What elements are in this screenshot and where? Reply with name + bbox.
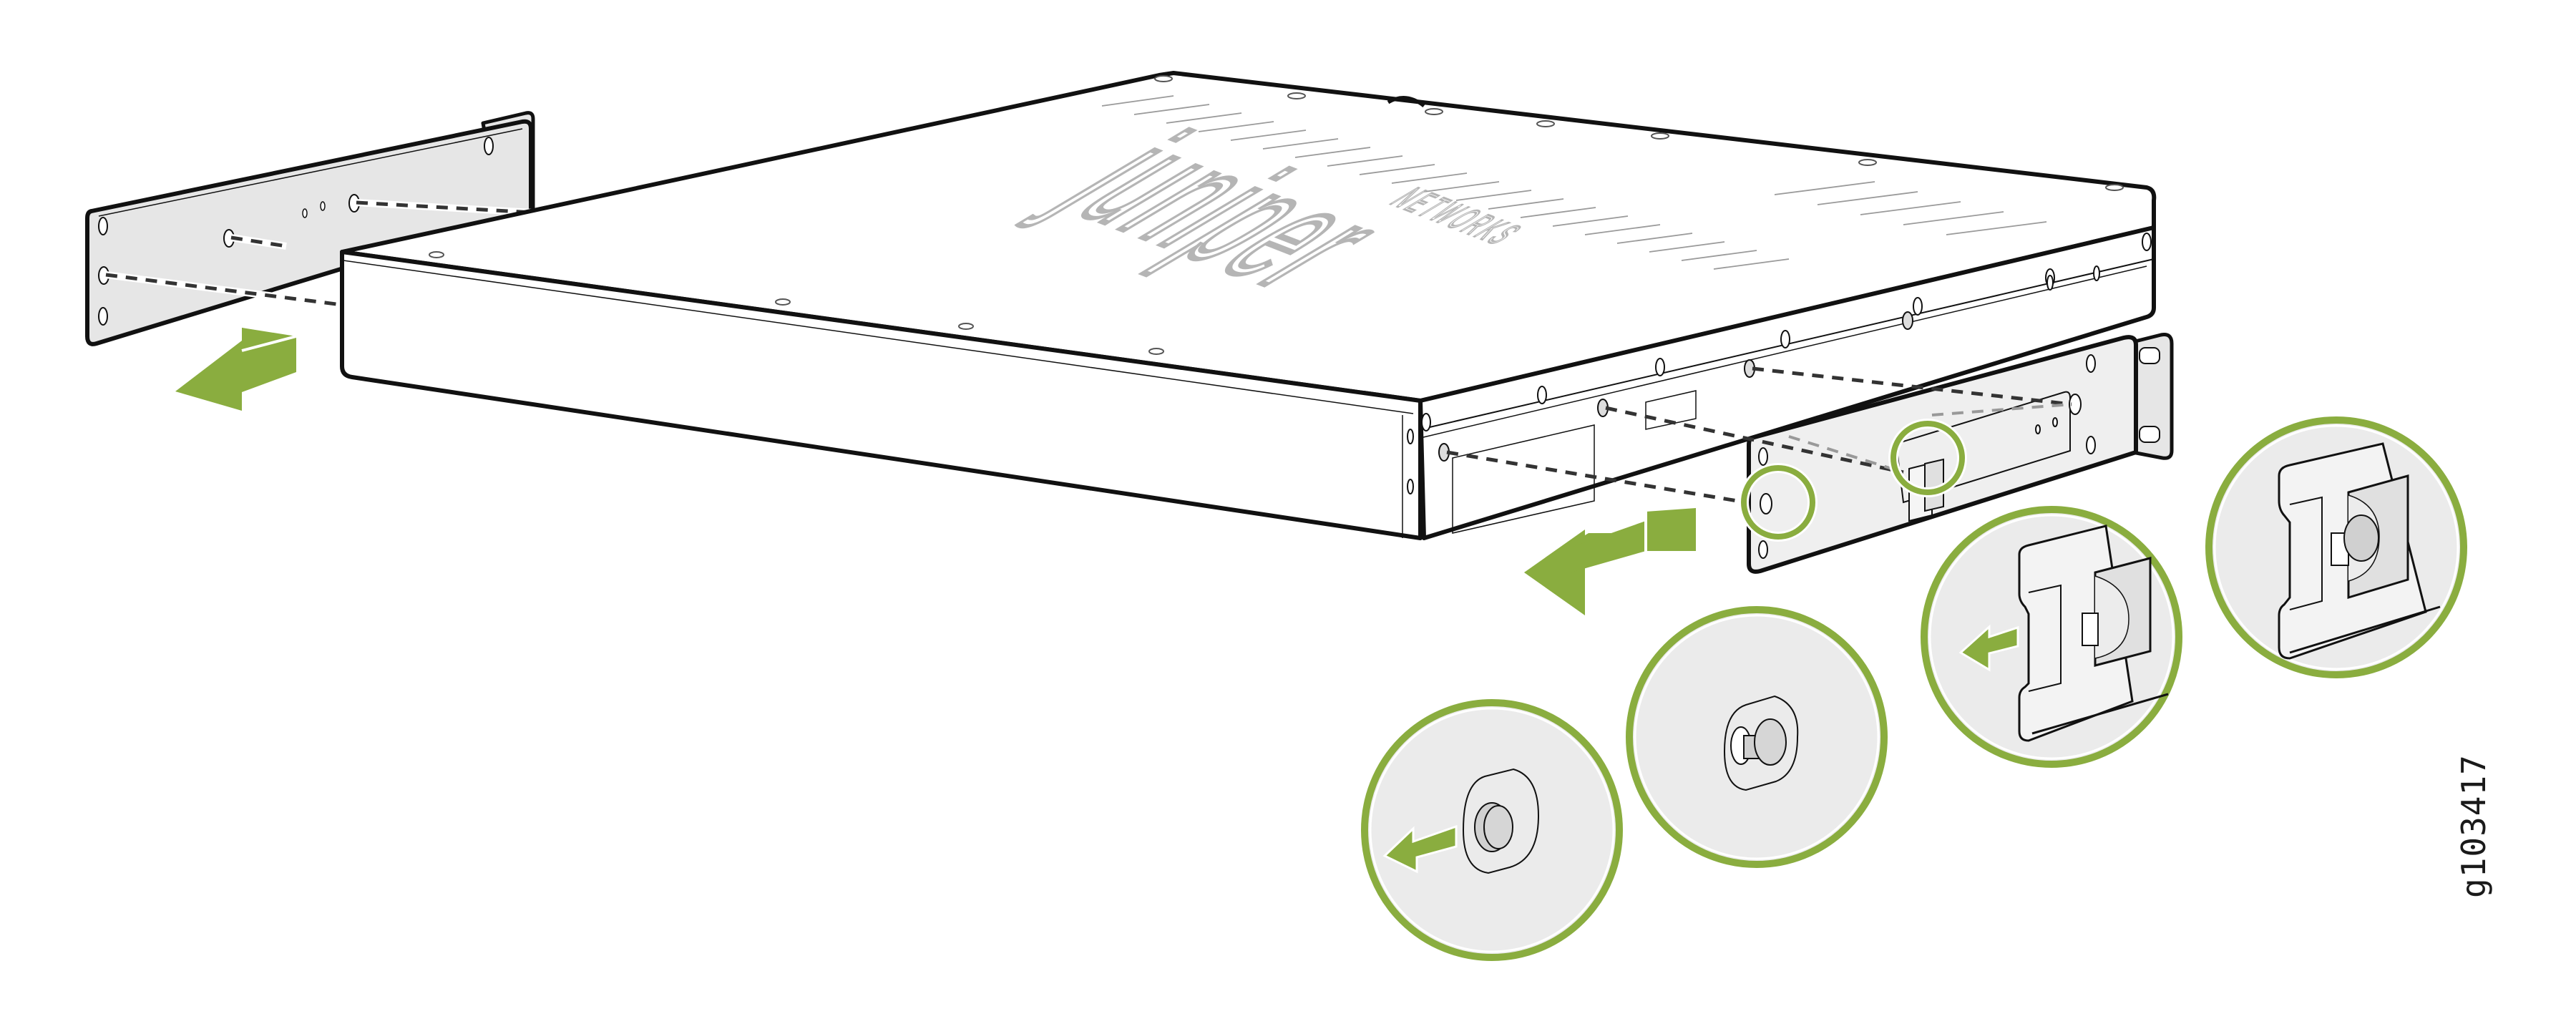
vent-slots: [1101, 95, 2047, 270]
alignment-dashes: [1446, 366, 2072, 504]
pull-arrow-icon: [1382, 824, 1458, 874]
callout-1-pin-pull: [1361, 699, 1623, 961]
figure-id-label: g103417: [2454, 754, 2493, 898]
chassis: [340, 71, 2157, 540]
highlight-ring-clip: [1890, 421, 1965, 495]
highlight-ring-pin: [1741, 465, 1815, 540]
right-mounting-bracket: [1446, 333, 2174, 574]
right-bracket-removal-arrow: [1524, 508, 1696, 615]
slide-arrow-icon: [1958, 624, 2019, 672]
callout-3-clip-slide: [1921, 506, 2182, 768]
callout-4-clip-released: [2205, 416, 2467, 678]
left-bracket-removal-arrow: [175, 328, 297, 411]
callout-2-pin-released: [1626, 606, 1888, 868]
left-mounting-bracket: [85, 111, 535, 346]
